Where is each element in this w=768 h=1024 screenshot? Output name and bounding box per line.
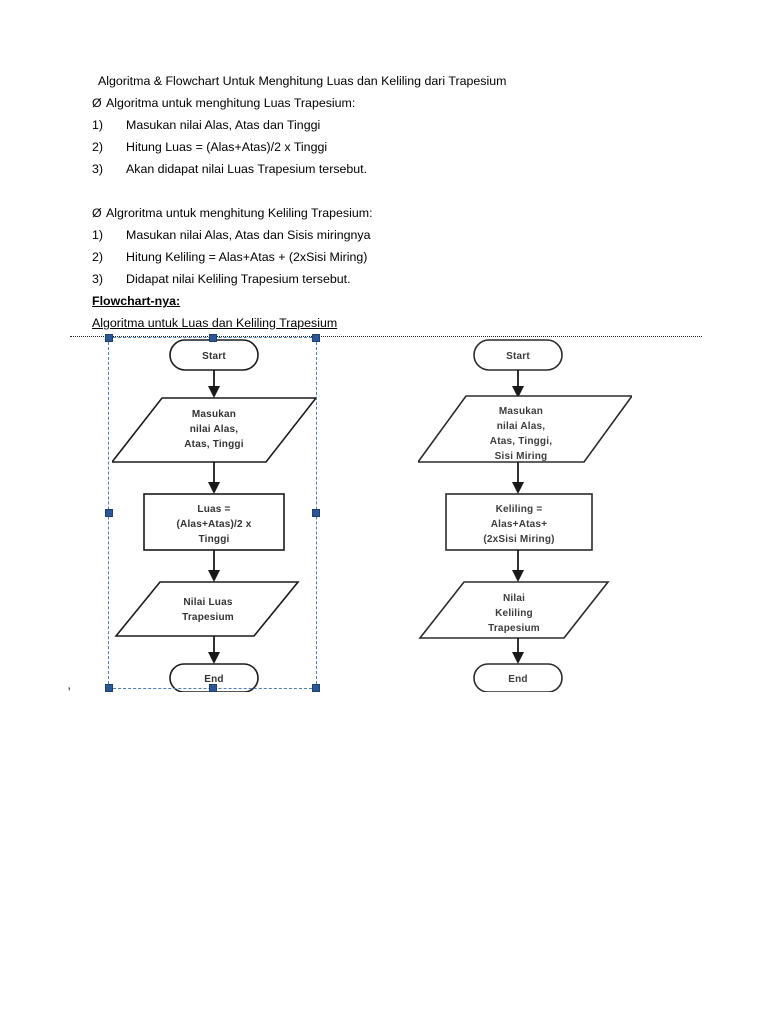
node-process-label: Alas+Atas+ bbox=[491, 519, 547, 530]
list-item-text: Hitung Keliling = Alas+Atas + (2xSisi Mi… bbox=[126, 250, 368, 264]
node-output-label: Trapesium bbox=[182, 612, 234, 623]
list-item: 3) Akan didapat nilai Luas Trapesium ters… bbox=[92, 158, 692, 180]
flowchart-heading-row: Flowchart-nya: bbox=[92, 290, 692, 312]
node-input-label: nilai Alas, bbox=[497, 421, 546, 432]
node-input-label: Sisi Miring bbox=[495, 451, 548, 462]
node-input-label: Masukan bbox=[499, 406, 543, 417]
document-text-block: Algoritma & Flowchart Untuk Menghitung L… bbox=[92, 70, 692, 334]
bullet-oslash-icon: Ø bbox=[92, 206, 102, 220]
node-end-shape bbox=[473, 663, 563, 692]
node-process-shape bbox=[143, 493, 285, 551]
object-anchor-rule bbox=[70, 336, 702, 337]
resize-handle-bottom-right[interactable] bbox=[312, 684, 320, 692]
node-process-label: Tinggi bbox=[198, 534, 229, 545]
node-output-label: Keliling bbox=[495, 608, 533, 619]
node-end-shape bbox=[169, 663, 259, 692]
node-output-label: Nilai bbox=[503, 593, 525, 604]
node-process-label: (Alas+Atas)/2 x bbox=[177, 519, 252, 530]
list-item-number: 2) bbox=[92, 140, 104, 154]
node-process-label: Luas = bbox=[197, 504, 230, 515]
resize-handle-top-right[interactable] bbox=[312, 334, 320, 342]
node-end-label: End bbox=[204, 674, 224, 685]
list-item: 3) Didapat nilai Keliling Trapesium terse… bbox=[92, 268, 692, 290]
node-output-label: Trapesium bbox=[488, 623, 540, 634]
section-heading-luas: Ø Algoritma untuk menghitung Luas Trapesi… bbox=[92, 92, 692, 114]
list-item: 2) Hitung Luas = (Alas+Atas)/2 x Tinggi bbox=[92, 136, 692, 158]
stray-apostrophe: ' bbox=[68, 684, 71, 699]
node-output-label: Nilai Luas bbox=[183, 597, 232, 608]
list-item-text: Masukan nilai Alas, Atas dan Sisis mirin… bbox=[126, 228, 371, 242]
list-item-number: 2) bbox=[92, 250, 104, 264]
resize-handle-middle-left[interactable] bbox=[105, 509, 113, 517]
resize-handle-top-left[interactable] bbox=[105, 334, 113, 342]
list-item-number: 3) bbox=[92, 162, 104, 176]
node-end-label: End bbox=[508, 674, 528, 685]
list-item-number: 1) bbox=[92, 228, 104, 242]
arrow-head-icon bbox=[208, 482, 220, 494]
node-process-shape bbox=[445, 493, 593, 551]
node-start-label: Start bbox=[506, 351, 530, 362]
node-start-label: Start bbox=[202, 351, 226, 362]
flowchart-heading: Flowchart-nya: bbox=[92, 294, 181, 308]
resize-handle-bottom-center[interactable] bbox=[208, 684, 217, 692]
flowchart-luas[interactable]: Start Masukan nilai Alas, Atas, Tinggi L… bbox=[112, 336, 316, 692]
flowchart-subheading-row: Algoritma untuk Luas dan Keliling Trapes… bbox=[92, 312, 692, 334]
list-item-text: Didapat nilai Keliling Trapesium tersebu… bbox=[126, 272, 351, 286]
resize-handle-middle-right[interactable] bbox=[312, 509, 320, 517]
arrow-head-icon bbox=[208, 652, 220, 664]
resize-handle-bottom-left[interactable] bbox=[105, 684, 113, 692]
node-process-label: (2xSisi Miring) bbox=[483, 534, 554, 545]
bullet-oslash-icon: Ø bbox=[92, 96, 102, 110]
list-item-text: Hitung Luas = (Alas+Atas)/2 x Tinggi bbox=[126, 140, 328, 154]
list-item-number: 1) bbox=[92, 118, 104, 132]
list-item: 2) Hitung Keliling = Alas+Atas + (2xSisi … bbox=[92, 246, 692, 268]
node-input-label: nilai Alas, bbox=[190, 424, 239, 435]
node-output-shape bbox=[114, 581, 300, 637]
resize-handle-top-center[interactable] bbox=[208, 334, 217, 342]
arrow-head-icon bbox=[208, 386, 220, 398]
arrow-head-icon bbox=[512, 386, 524, 398]
paragraph-spacer bbox=[92, 180, 692, 202]
list-item-number: 3) bbox=[92, 272, 104, 286]
node-input-label: Atas, Tinggi, bbox=[490, 436, 552, 447]
list-item-text: Masukan nilai Alas, Atas dan Tinggi bbox=[126, 118, 321, 132]
node-input-label: Masukan bbox=[192, 409, 236, 420]
node-input-label: Atas, Tinggi bbox=[184, 439, 243, 450]
section-heading-keliling: Ø Algroritma untuk menghitung Keliling Tr… bbox=[92, 202, 692, 224]
node-input-shape bbox=[418, 395, 632, 463]
flowchart-subheading: Algoritma untuk Luas dan Keliling Trapes… bbox=[92, 316, 338, 330]
arrow-head-icon bbox=[208, 570, 220, 582]
node-input-shape bbox=[112, 397, 316, 463]
node-process-label: Keliling = bbox=[496, 504, 543, 515]
arrow-head-icon bbox=[512, 570, 524, 582]
section-heading-luas-text: Algoritma untuk menghitung Luas Trapesiu… bbox=[106, 96, 356, 110]
list-item: 1) Masukan nilai Alas, Atas dan Sisis mir… bbox=[92, 224, 692, 246]
page-title: Algoritma & Flowchart Untuk Menghitung L… bbox=[98, 74, 507, 88]
arrow-head-icon bbox=[512, 482, 524, 494]
node-output-shape bbox=[418, 581, 610, 639]
list-item: 1) Masukan nilai Alas, Atas dan Tinggi bbox=[92, 114, 692, 136]
list-item-text: Akan didapat nilai Luas Trapesium terseb… bbox=[126, 162, 368, 176]
arrow-head-icon bbox=[512, 652, 524, 664]
selection-box[interactable] bbox=[105, 334, 320, 692]
section-heading-keliling-text: Algroritma untuk menghitung Keliling Tra… bbox=[106, 206, 373, 220]
flowchart-keliling[interactable]: Start Masukan nilai Alas, Atas, Tinggi, … bbox=[418, 336, 632, 692]
